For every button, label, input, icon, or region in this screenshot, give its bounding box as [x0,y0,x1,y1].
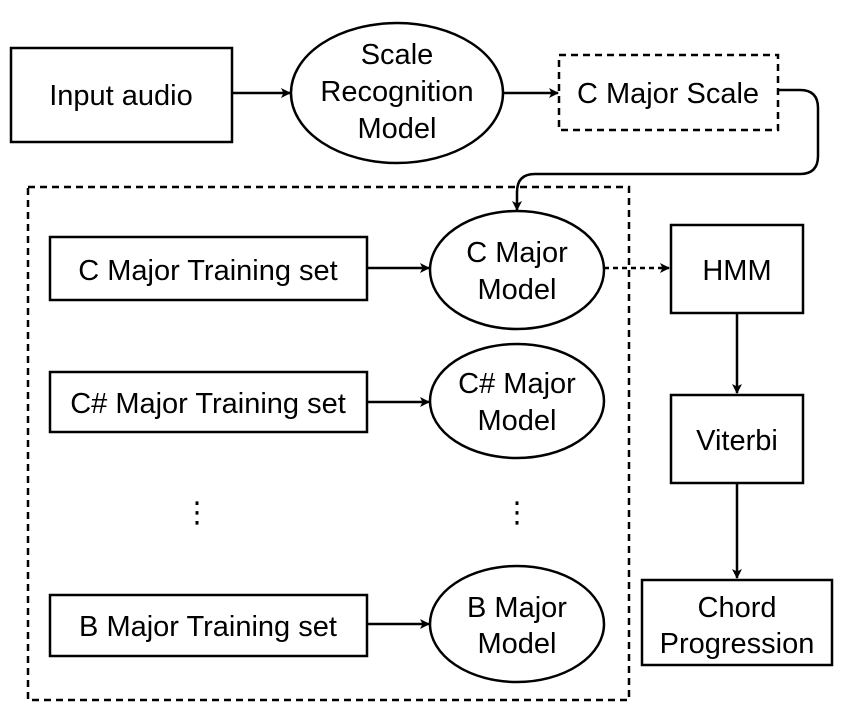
scale-recognition-model-node: Scale Recognition Model [289,21,505,165]
chord-progression-label-line2: Progression [660,628,815,660]
c-major-model-label-line1: C Major [466,237,568,269]
c-major-scale-label: C Major Scale [577,78,759,110]
cs-major-training-set-node: C# Major Training set [48,370,369,434]
c-major-scale-node: C Major Scale [557,53,780,132]
chord-progression-label-line1: Chord [698,592,777,624]
arrow-c-major-scale-to-c-major-model [512,88,820,211]
viterbi-node: Viterbi [669,393,805,485]
c-major-model-node: C Major Model [428,209,606,331]
chord-progression-node: Chord Progression [640,578,834,667]
scale-models-group [26,185,631,702]
scale-recognition-label-line1: Scale [361,39,434,71]
scale-recognition-label-line3: Model [358,113,437,145]
cs-major-training-set-label: C# Major Training set [70,388,346,420]
b-major-model-label-line2: Model [478,628,557,660]
input-audio-label: Input audio [49,80,193,112]
b-major-model-node: B Major Model [428,564,606,684]
b-major-training-set-label: B Major Training set [79,611,337,643]
hmm-node: HMM [669,223,805,315]
b-major-model-label-line1: B Major [467,592,567,624]
viterbi-label: Viterbi [696,425,778,457]
c-major-training-set-label: C Major Training set [78,255,338,287]
hmm-label: HMM [702,255,771,287]
cs-major-model-label-line2: Model [478,405,557,437]
scale-recognition-label-line2: Recognition [320,76,473,108]
c-major-model-label-line2: Model [478,274,557,306]
models-ellipsis: ⋮ [503,497,532,529]
cs-major-model-node: C# Major Model [428,342,606,460]
b-major-training-set-node: B Major Training set [48,593,369,658]
input-audio-node: Input audio [9,46,234,144]
training-sets-ellipsis: ⋮ [183,497,212,529]
c-major-training-set-node: C Major Training set [48,235,369,302]
cs-major-model-label-line1: C# Major [458,368,576,400]
